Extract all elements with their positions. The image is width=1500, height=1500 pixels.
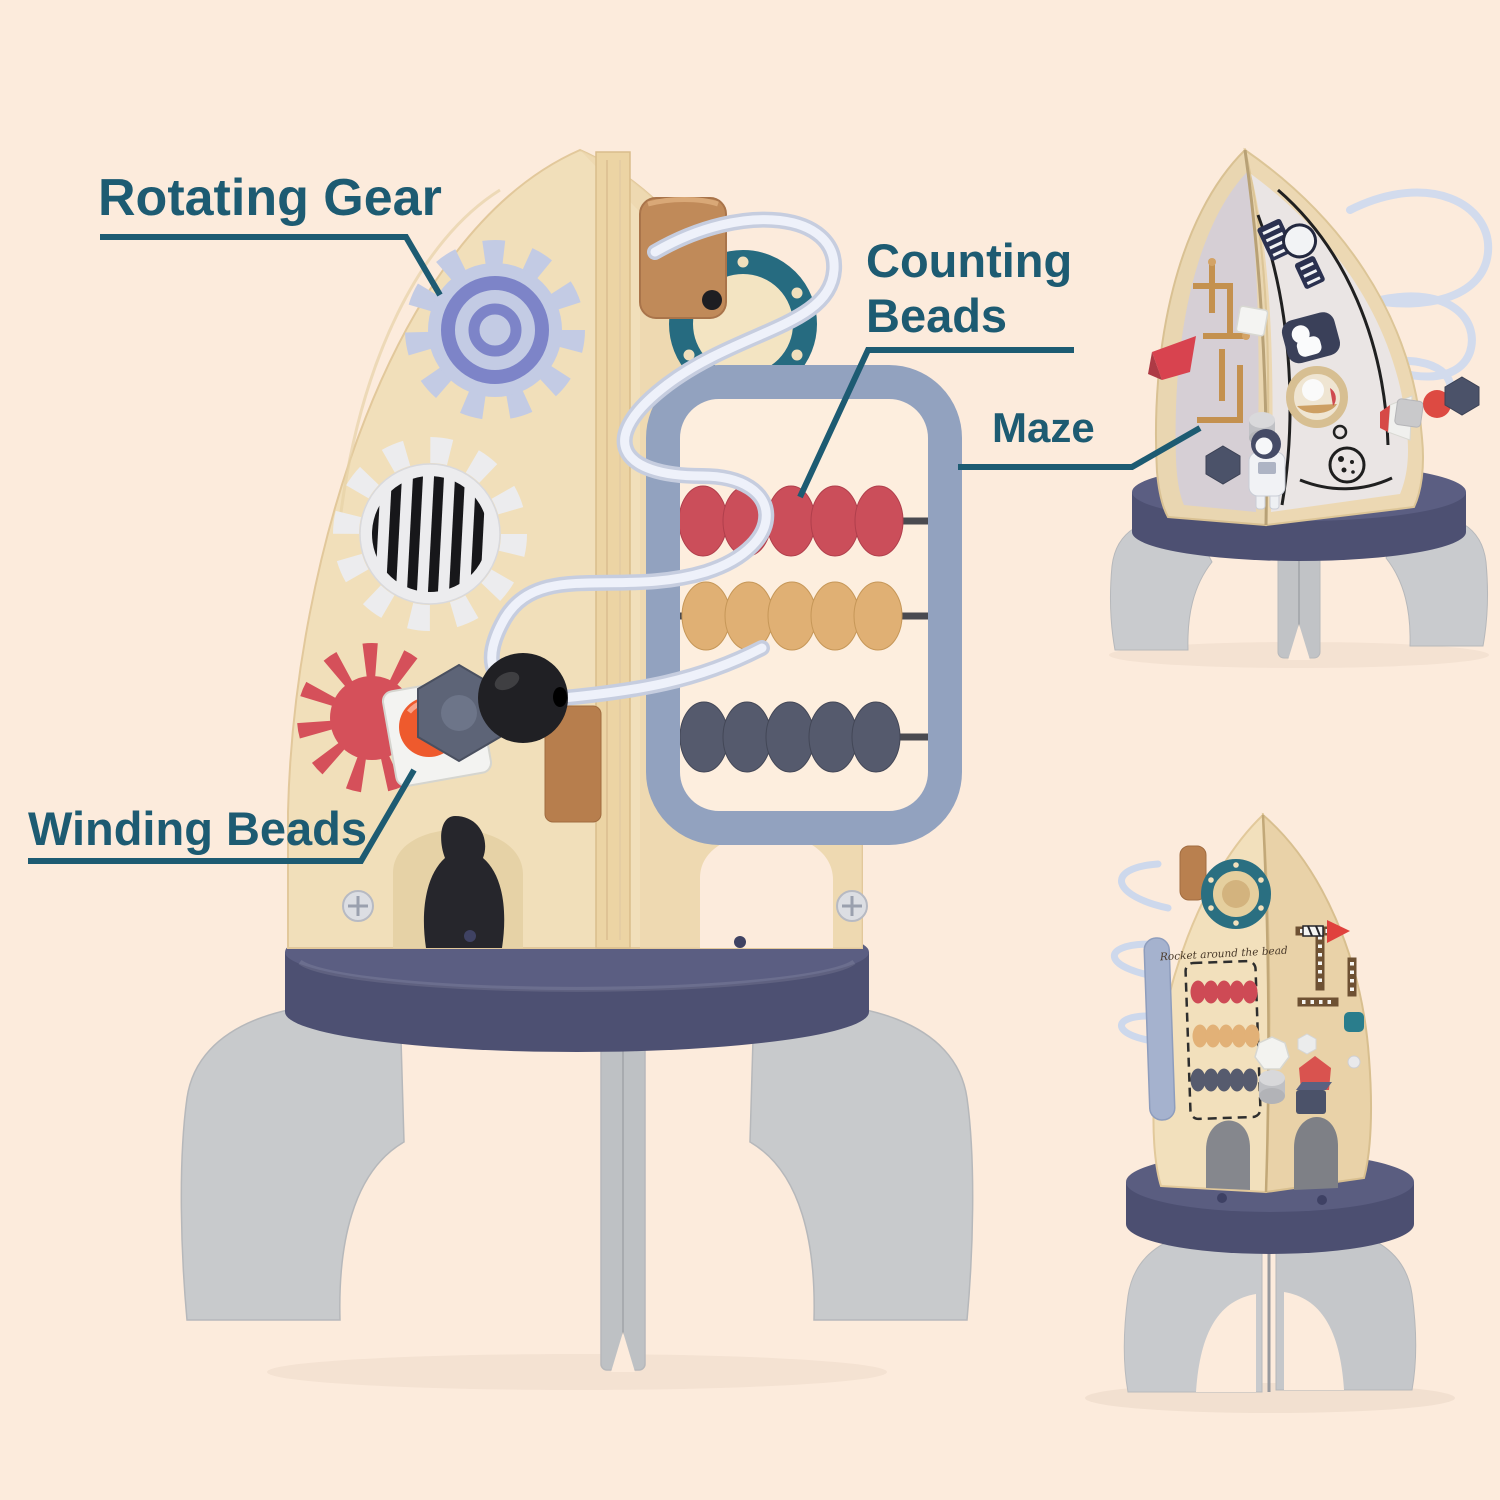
rotating-gear-leader (100, 234, 443, 297)
porthole (1201, 859, 1271, 929)
right-arch-cutout (1294, 1116, 1338, 1190)
porthole-hole (1286, 366, 1348, 428)
rotating-gear-lavender (405, 240, 585, 420)
striped-gear (333, 437, 527, 631)
wood-bead-row (1192, 1024, 1260, 1048)
wire-bead-cluster (1380, 376, 1480, 441)
planet-icon (1328, 446, 1366, 484)
rocket-fin-legs (1123, 1227, 1417, 1393)
left-arch-cutout (1206, 1120, 1250, 1190)
space-graphics (1256, 188, 1393, 506)
white-hex-bead (1297, 1033, 1317, 1055)
counting-beads-leader (797, 347, 1074, 499)
right-fin-leg (749, 1002, 974, 1321)
astronaut-figure (1248, 429, 1286, 510)
abacus-area: Rocket around the bead (1159, 945, 1288, 1121)
screws (342, 890, 868, 948)
navy-bead-row (1190, 1068, 1258, 1092)
red-house-bead (1299, 1056, 1331, 1090)
maze-label: Maze (992, 404, 1095, 451)
winding-beads-label: Winding Beads (28, 802, 368, 855)
back-toy-view (1109, 147, 1493, 668)
bead-maze-wire (483, 211, 843, 708)
abacus-frame (646, 365, 962, 845)
gray-cylinder-bead (1259, 1070, 1285, 1104)
rocket-fin-legs (180, 1002, 974, 1372)
space-station-icon (1257, 218, 1325, 289)
side-toy-view: Rocket around the bead (1085, 812, 1455, 1413)
white-cube-bead (1235, 305, 1269, 337)
floor-shadow (267, 1354, 887, 1390)
abacus-frame-edge (1143, 937, 1176, 1121)
slot-maze (1254, 920, 1364, 1114)
teal-square (1344, 1012, 1364, 1032)
callout-lines (28, 234, 1202, 864)
white-heptagon-bead (1254, 1036, 1290, 1070)
counting-beads-label: Counting Beads (866, 234, 1073, 342)
wood-bead-row (681, 581, 903, 651)
red-bead-row (1190, 980, 1258, 1004)
navy-cube-bead (1296, 1082, 1332, 1114)
astronaut-icon (1281, 312, 1341, 364)
center-divider (595, 151, 631, 949)
red-flag-bead (1152, 336, 1196, 380)
maze-leader (958, 425, 1202, 470)
black-wire-bead (478, 653, 568, 743)
wood-block (544, 705, 602, 823)
red-arrow (1327, 920, 1350, 943)
right-arch-cutout (700, 833, 833, 948)
left-fin-leg (180, 1002, 405, 1321)
counting-beads-abacus (646, 365, 962, 845)
navy-bead-row (679, 701, 901, 773)
top-knob (1179, 845, 1207, 901)
red-bead-row (678, 485, 904, 557)
main-toy-view (180, 148, 974, 1390)
winding-beads-leader (28, 768, 417, 864)
astronaut-silhouette (423, 816, 505, 948)
white-peg (1347, 1055, 1361, 1069)
navy-hexagon-bead (1205, 445, 1241, 485)
rotating-gear-label: Rotating Gear (98, 169, 442, 227)
